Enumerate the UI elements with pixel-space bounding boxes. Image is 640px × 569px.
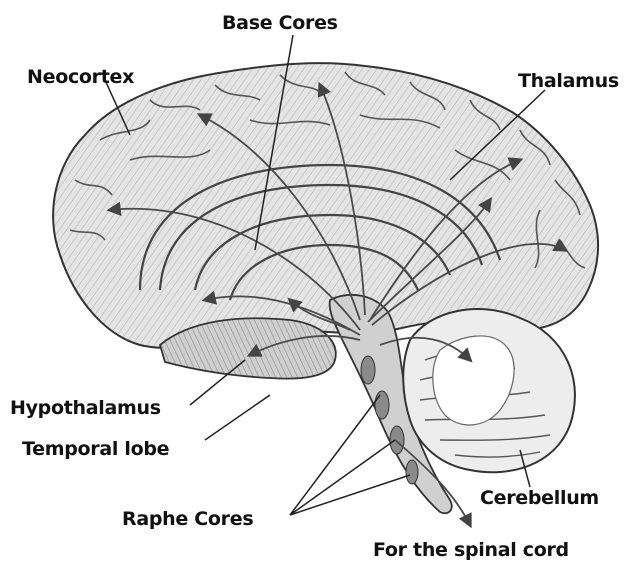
label-spinal-cord: For the spinal cord bbox=[373, 539, 569, 561]
cerebellum-shape bbox=[403, 309, 575, 472]
cerebrum-outline bbox=[53, 63, 598, 348]
label-neocortex: Neocortex bbox=[27, 66, 134, 88]
label-hypothalamus: Hypothalamus bbox=[10, 397, 161, 419]
label-raphe-cores: Raphe Cores bbox=[122, 508, 253, 530]
label-cerebellum: Cerebellum bbox=[480, 487, 599, 509]
label-thalamus: Thalamus bbox=[518, 70, 619, 92]
label-base-cores: Base Cores bbox=[222, 12, 338, 34]
label-temporal-lobe: Temporal lobe bbox=[22, 438, 169, 460]
